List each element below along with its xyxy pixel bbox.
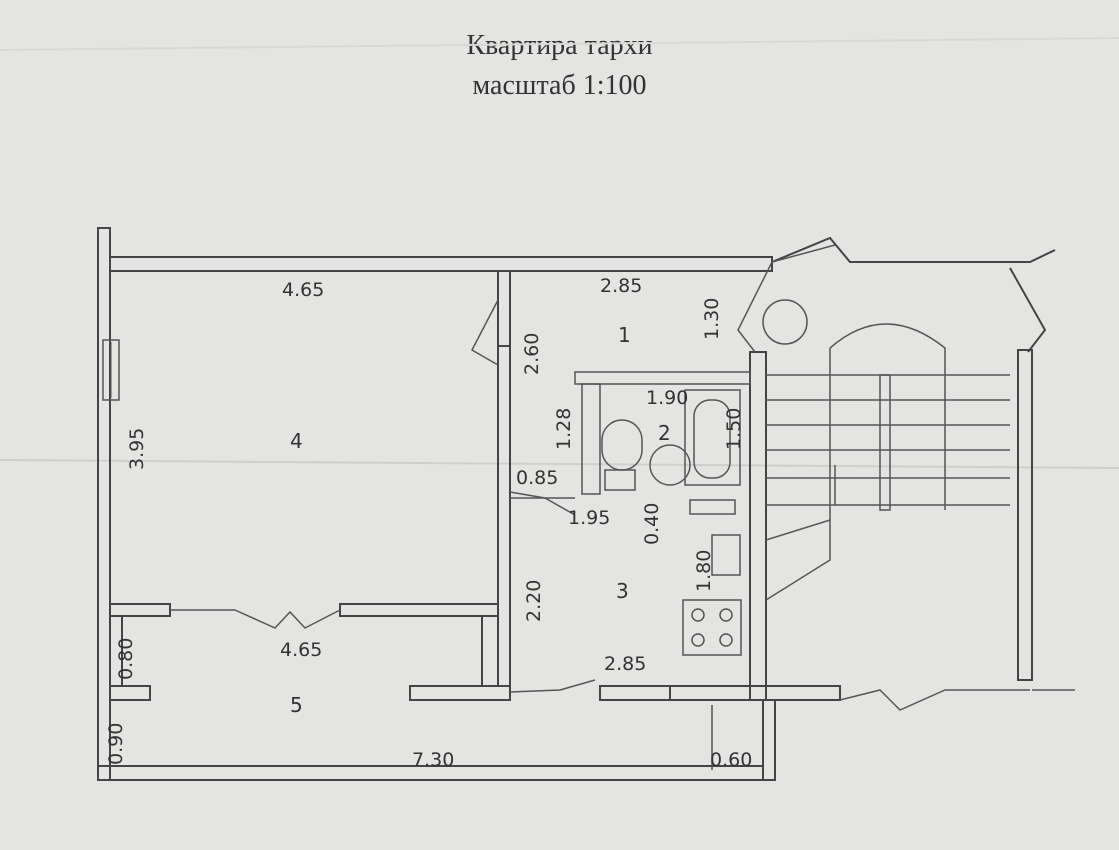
dim-room3-right: 1.80 [693, 550, 715, 592]
dim-room3-left: 2.20 [523, 580, 545, 622]
outer-walls [97, 227, 776, 781]
stairwell [762, 236, 1075, 711]
dim-room4-top: 4.65 [282, 279, 324, 301]
dim-room1-left: 2.60 [521, 333, 543, 375]
dim-corridor-b: 1.95 [568, 507, 610, 529]
dim-room5-bottom: 7.30 [412, 749, 454, 771]
room-label-2: 2 [658, 421, 671, 445]
dim-room1-top: 2.85 [600, 275, 642, 297]
dim-room4-left: 3.95 [126, 428, 148, 470]
dim-room1-right: 1.30 [701, 298, 723, 340]
room-label-3: 3 [616, 579, 629, 603]
room-label-5: 5 [290, 693, 303, 717]
scale-label: масштаб 1:100 [472, 70, 647, 101]
dim-room2-left: 1.28 [553, 408, 575, 450]
dim-room4-bottom: 4.65 [280, 639, 322, 661]
dim-corridor-a: 0.85 [516, 467, 558, 489]
dim-room5-right: 0.60 [710, 749, 752, 771]
dim-room3-bottom: 2.85 [604, 653, 646, 675]
dim-room5-left-top: 0.80 [115, 638, 137, 680]
dim-room2-right: 1.50 [723, 408, 745, 450]
dim-corridor-c: 0.40 [641, 503, 663, 545]
dim-room5-left-bottom: 0.90 [105, 723, 127, 765]
dim-room2-top: 1.90 [646, 387, 688, 409]
room-label-4: 4 [290, 429, 303, 453]
room-label-1: 1 [618, 323, 631, 347]
interior-walls [109, 261, 841, 770]
